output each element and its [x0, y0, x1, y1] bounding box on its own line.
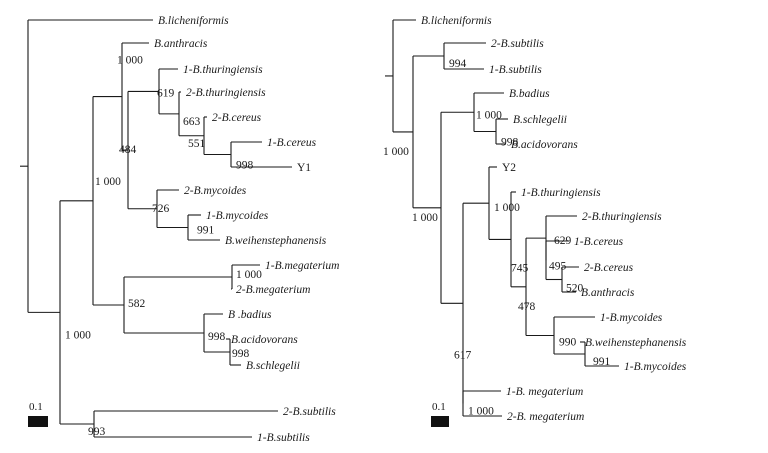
- taxon-label: 1-B.subtilis: [489, 64, 542, 76]
- taxon-label: 1-B.cereus: [574, 236, 624, 248]
- bootstrap-value: 991: [197, 225, 215, 237]
- bootstrap-value: 1 000: [468, 406, 494, 418]
- bootstrap-value: 1 000: [236, 269, 262, 281]
- bootstrap-value: 619: [157, 87, 175, 99]
- taxon-label: 1-B.mycoides: [206, 210, 269, 222]
- taxon-label: 1-B.thuringiensis: [521, 187, 601, 199]
- taxon-label: B.weihenstephanensis: [225, 235, 327, 247]
- bootstrap-value: 998: [501, 137, 519, 149]
- taxon-label: 1-B.mycoides: [600, 312, 663, 324]
- taxon-label: 2-B.thuringiensis: [582, 211, 662, 223]
- bootstrap-value: 663: [183, 116, 201, 128]
- taxon-label: B.acidovorans: [231, 334, 298, 346]
- bootstrap-value: 1 000: [476, 109, 502, 121]
- bootstrap-value: 998: [236, 160, 254, 172]
- taxon-label: B.licheniformis: [158, 15, 229, 27]
- taxon-label: 2-B.mycoides: [184, 185, 247, 197]
- bootstrap-value: 495: [549, 260, 567, 272]
- taxon-label: 2-B. megaterium: [507, 411, 584, 423]
- bootstrap-value: 998: [232, 348, 250, 360]
- taxon-label: 1-B.thuringiensis: [183, 64, 263, 76]
- taxon-label: B.anthracis: [154, 38, 208, 50]
- taxon-label: 2-B.cereus: [584, 262, 634, 274]
- bootstrap-value: 993: [88, 426, 106, 438]
- taxon-label: B.schlegelii: [246, 360, 300, 372]
- bootstrap-value: 478: [518, 301, 536, 313]
- bootstrap-value: 551: [188, 138, 206, 150]
- taxon-label: 2-B.subtilis: [283, 406, 336, 418]
- bootstrap-value: 745: [511, 262, 529, 274]
- bootstrap-value: 1 000: [95, 176, 121, 188]
- taxon-label: B.acidovorans: [511, 139, 578, 151]
- taxon-label: B.badius: [509, 88, 550, 100]
- taxon-label: B.anthracis: [581, 287, 635, 299]
- taxon-label: Y2: [502, 162, 516, 174]
- taxon-label: B.licheniformis: [421, 15, 492, 27]
- taxon-label: 1-B. megaterium: [506, 386, 583, 398]
- taxon-label: 2-B.megaterium: [236, 284, 310, 296]
- scale-label: 0.1: [29, 401, 43, 413]
- bootstrap-value: 520: [566, 283, 584, 295]
- taxon-label: Y1: [297, 162, 311, 174]
- bootstrap-value: 994: [449, 58, 467, 70]
- taxon-label: B.weihenstephanensis: [585, 337, 687, 349]
- bootstrap-value: 629: [554, 235, 572, 247]
- bootstrap-value: 1 000: [383, 146, 409, 158]
- bootstrap-value: 991: [593, 356, 611, 368]
- bootstrap-value: 617: [454, 349, 472, 361]
- taxon-label: 1-B.mycoides: [624, 361, 687, 373]
- taxon-label: 1-B.megaterium: [265, 260, 339, 272]
- taxon-label: B.schlegelii: [513, 114, 567, 126]
- tree-right: 994 998 1 000 520 495 629 991 990 478 745 1 000 1 0…: [383, 15, 687, 427]
- scale-bar: [431, 416, 449, 427]
- taxon-label: 2-B.subtilis: [491, 38, 544, 50]
- taxon-label: 2-B.cereus: [212, 112, 262, 124]
- scale-label: 0.1: [432, 401, 446, 413]
- bootstrap-value: 1 000: [494, 202, 520, 214]
- scale-bar: [28, 416, 48, 427]
- bootstrap-value: 1 000: [412, 212, 438, 224]
- bootstrap-value: 726: [152, 203, 170, 215]
- taxon-label: B .badius: [228, 309, 272, 321]
- taxon-label: 2-B.thuringiensis: [186, 87, 266, 99]
- bootstrap-value: 1 000: [117, 55, 143, 67]
- bootstrap-value: 998: [208, 331, 226, 343]
- bootstrap-value: 990: [559, 337, 577, 349]
- bootstrap-value: 1 000: [65, 329, 91, 341]
- bootstrap-value: 582: [128, 298, 146, 310]
- taxon-label: 1-B.subtilis: [257, 432, 310, 444]
- taxon-label: 1-B.cereus: [267, 137, 317, 149]
